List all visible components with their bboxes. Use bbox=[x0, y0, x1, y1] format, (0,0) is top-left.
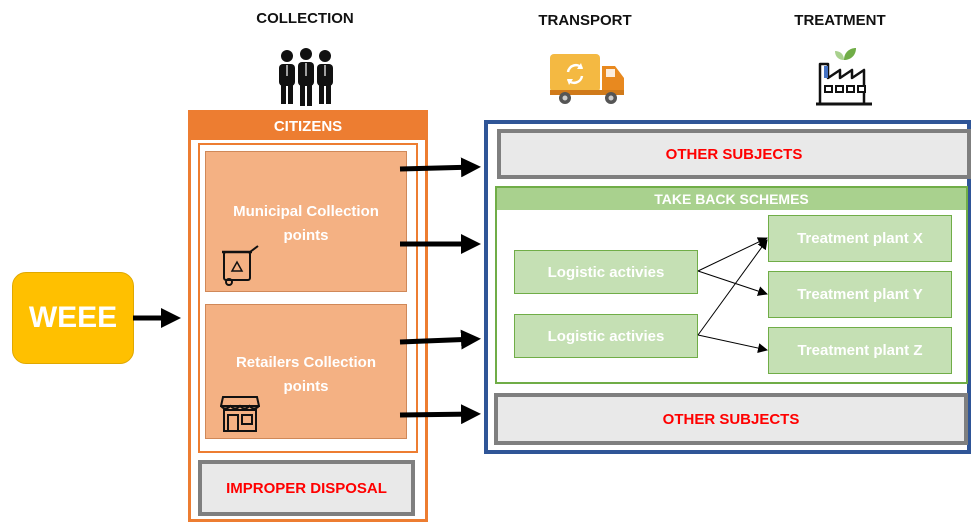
municipal-collection-box: Municipal Collection points bbox=[205, 151, 407, 292]
recycle-bin-icon bbox=[222, 245, 259, 286]
arrow-log1-to-plant-x bbox=[697, 237, 768, 272]
other-subjects-bottom-label: OTHER SUBJECTS bbox=[662, 410, 800, 428]
other-subjects-bottom-box: OTHER SUBJECTS bbox=[494, 393, 968, 445]
treatment-plant-x-label: Treatment plant X bbox=[797, 230, 923, 247]
take-back-schemes-frame bbox=[495, 186, 968, 384]
header-collection: COLLECTION bbox=[256, 10, 354, 27]
arrow-municipal-to-other bbox=[399, 157, 481, 178]
logistic-activities-box-1: Logistic activies bbox=[514, 250, 698, 294]
retailers-collection-label: Retailers Collection points bbox=[235, 354, 377, 395]
people-group-icon bbox=[279, 48, 333, 106]
treatment-plant-z-box: Treatment plant Z bbox=[768, 327, 952, 374]
arrow-log2-to-plant-z bbox=[697, 334, 768, 353]
treatment-plant-y-box: Treatment plant Y bbox=[768, 271, 952, 318]
take-back-schemes-label: TAKE BACK SCHEMES bbox=[654, 191, 809, 207]
citizens-header: CITIZENS bbox=[188, 113, 428, 140]
arrow-log1-to-plant-y bbox=[697, 270, 768, 296]
header-treatment: TREATMENT bbox=[794, 12, 886, 29]
take-back-schemes-header: TAKE BACK SCHEMES bbox=[497, 188, 966, 210]
retailers-collection-box: Retailers Collection points bbox=[205, 304, 407, 439]
citizens-inner-frame bbox=[198, 143, 418, 453]
improper-disposal-label: IMPROPER DISPOSAL bbox=[226, 479, 387, 497]
logistic-activities-label-1: Logistic activies bbox=[547, 263, 665, 281]
treatment-plant-x-box: Treatment plant X bbox=[768, 215, 952, 262]
recycling-truck-icon bbox=[550, 54, 624, 104]
header-transport: TRANSPORT bbox=[538, 12, 632, 29]
treatment-plant-y-label: Treatment plant Y bbox=[797, 286, 923, 303]
citizens-label: CITIZENS bbox=[273, 118, 343, 135]
logistic-activities-box-2: Logistic activies bbox=[514, 314, 698, 358]
green-factory-icon bbox=[816, 48, 872, 106]
arrow-log2-to-plant-x bbox=[697, 239, 768, 336]
municipal-collection-label: Municipal Collection points bbox=[233, 203, 379, 244]
other-subjects-top-box: OTHER SUBJECTS bbox=[497, 129, 971, 179]
weee-box: WEEE bbox=[12, 272, 134, 364]
logistic-activities-label-2: Logistic activies bbox=[547, 327, 665, 345]
transport-treatment-frame bbox=[484, 120, 971, 454]
treatment-plant-z-label: Treatment plant Z bbox=[797, 342, 923, 359]
other-subjects-top-label: OTHER SUBJECTS bbox=[665, 145, 803, 163]
arrow-retailers-to-takeback bbox=[399, 329, 481, 350]
weee-label: WEEE bbox=[28, 301, 118, 334]
arrow-retailers-to-other bbox=[399, 404, 481, 425]
improper-disposal-box: IMPROPER DISPOSAL bbox=[198, 460, 415, 516]
shop-icon bbox=[220, 396, 260, 432]
